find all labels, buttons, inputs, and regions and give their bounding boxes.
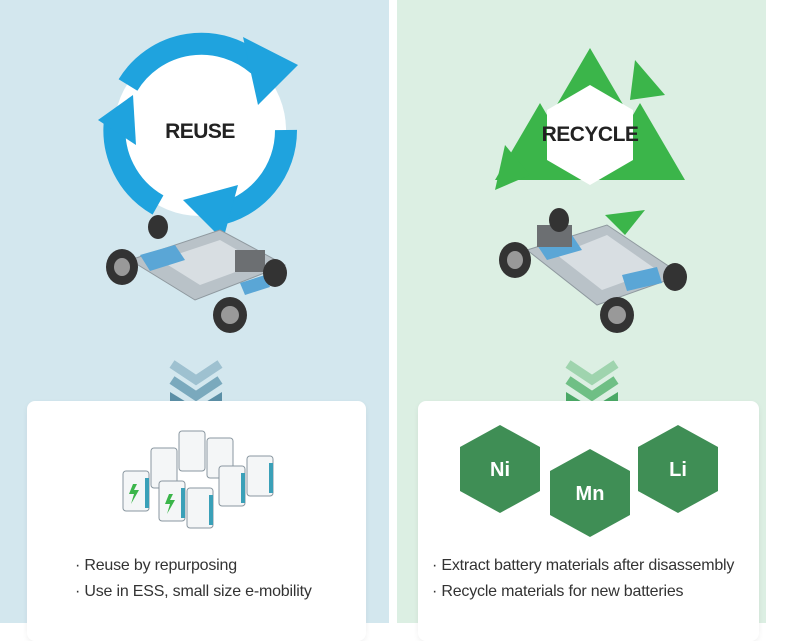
material-li: Li xyxy=(669,459,687,481)
ev-chassis-image xyxy=(499,208,687,333)
recycle-bullet-1: · Extract battery materials after disass… xyxy=(432,557,735,574)
reuse-label: REUSE xyxy=(165,120,235,143)
recycle-bullet-2: · Recycle materials for new batteries xyxy=(432,583,684,600)
hexagon-mn: Mn xyxy=(550,449,630,537)
material-ni: Ni xyxy=(490,459,510,481)
hexagon-li: Li xyxy=(638,425,718,513)
reuse-panel: REUSE xyxy=(0,0,389,641)
recycle-triangle-icon: RECYCLE xyxy=(495,48,685,235)
circular-arrows-icon: REUSE xyxy=(98,32,298,240)
battery-storage-icon xyxy=(122,430,274,529)
reuse-bullet-1: · Reuse by repurposing xyxy=(75,557,237,574)
reuse-bullet-2: · Use in ESS, small size e-mobility xyxy=(75,583,312,600)
ev-chassis-image xyxy=(106,215,287,333)
recycle-panel: RECYCLE Ni Mn xyxy=(397,0,766,641)
recycle-card: Ni Mn Li · Extract battery materials aft… xyxy=(418,401,759,641)
material-mn: Mn xyxy=(576,483,605,505)
recycle-label: RECYCLE xyxy=(542,123,639,146)
materials-hexagons: Ni Mn Li xyxy=(460,425,718,537)
reuse-card: · Reuse by repurposing · Use in ESS, sma… xyxy=(27,401,366,641)
hexagon-ni: Ni xyxy=(460,425,540,513)
